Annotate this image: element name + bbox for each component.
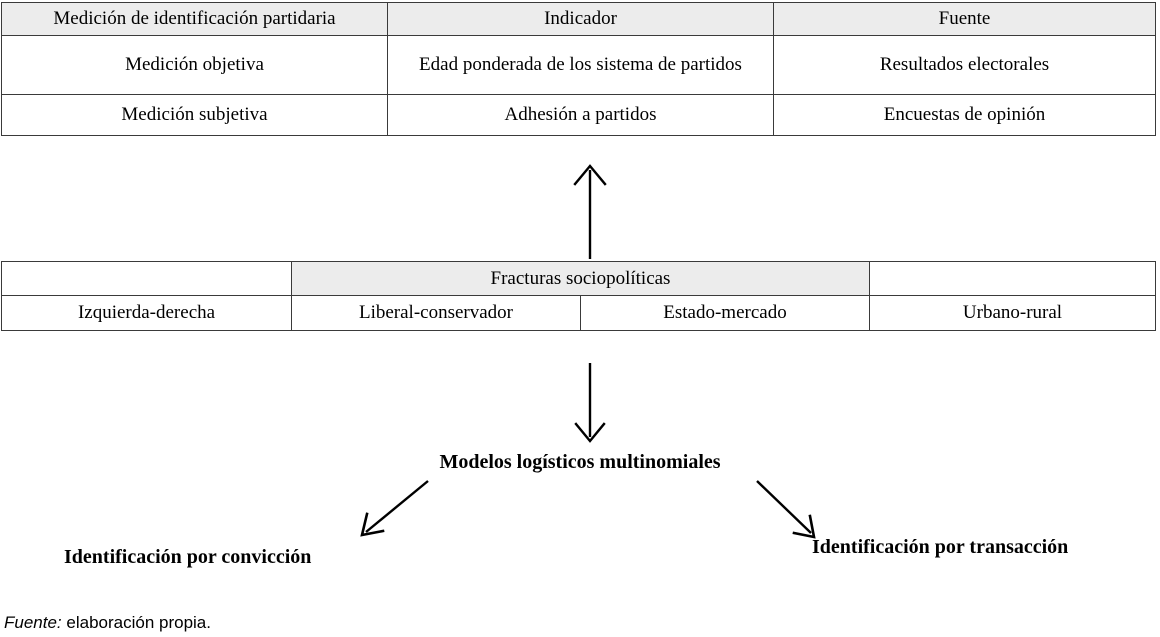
header-cell-blank-right: [869, 261, 1156, 296]
cell-liberal-conservative: Liberal-conservador: [291, 295, 581, 331]
arrow-down-right-icon: [756, 480, 816, 539]
table-row: Medición objetiva Edad ponderada de los …: [1, 34, 1156, 95]
table-header-row: Fracturas sociopolíticas: [1, 261, 1156, 296]
header-cell-cleavages: Fracturas sociopolíticas: [291, 261, 870, 296]
cell-objective-indicator: Edad ponderada de los sistema de partido…: [387, 34, 774, 95]
cell-objective-measure: Medición objetiva: [1, 34, 388, 95]
header-cell-indicator: Indicador: [387, 2, 774, 36]
figure-caption: Fuente: elaboración propia.: [4, 613, 211, 633]
outcome-label-conviction: Identificación por convicción: [64, 546, 312, 568]
models-label: Modelos logísticos multinomiales: [439, 451, 721, 473]
measurement-table: Medición de identificación partidaria In…: [1, 2, 1156, 136]
table-row: Izquierda-derecha Liberal-conservador Es…: [1, 295, 1156, 331]
arrow-down-icon: [574, 363, 606, 443]
cell-subjective-indicator: Adhesión a partidos: [387, 93, 774, 136]
cell-left-right: Izquierda-derecha: [1, 295, 292, 331]
cell-objective-source: Resultados electorales: [773, 34, 1156, 95]
cell-subjective-measure: Medición subjetiva: [1, 93, 388, 136]
outcome-label-transaction: Identificación por transacción: [812, 536, 1069, 558]
caption-key: Fuente:: [4, 613, 62, 632]
caption-text: elaboración propia.: [61, 613, 211, 632]
arrow-down-left-icon: [360, 480, 429, 537]
table-row: Medición subjetiva Adhesión a partidos E…: [1, 93, 1156, 136]
cell-state-market: Estado-mercado: [580, 295, 870, 331]
arrow-up-icon: [573, 164, 607, 259]
cell-subjective-source: Encuestas de opinión: [773, 93, 1156, 136]
header-cell-blank-left: [1, 261, 292, 296]
cell-urban-rural: Urbano-rural: [869, 295, 1156, 331]
table-header-row: Medición de identificación partidaria In…: [1, 2, 1156, 36]
header-cell-source: Fuente: [773, 2, 1156, 36]
cleavages-table: Fracturas sociopolíticas Izquierda-derec…: [1, 261, 1156, 331]
header-cell-measurement: Medición de identificación partidaria: [1, 2, 388, 36]
